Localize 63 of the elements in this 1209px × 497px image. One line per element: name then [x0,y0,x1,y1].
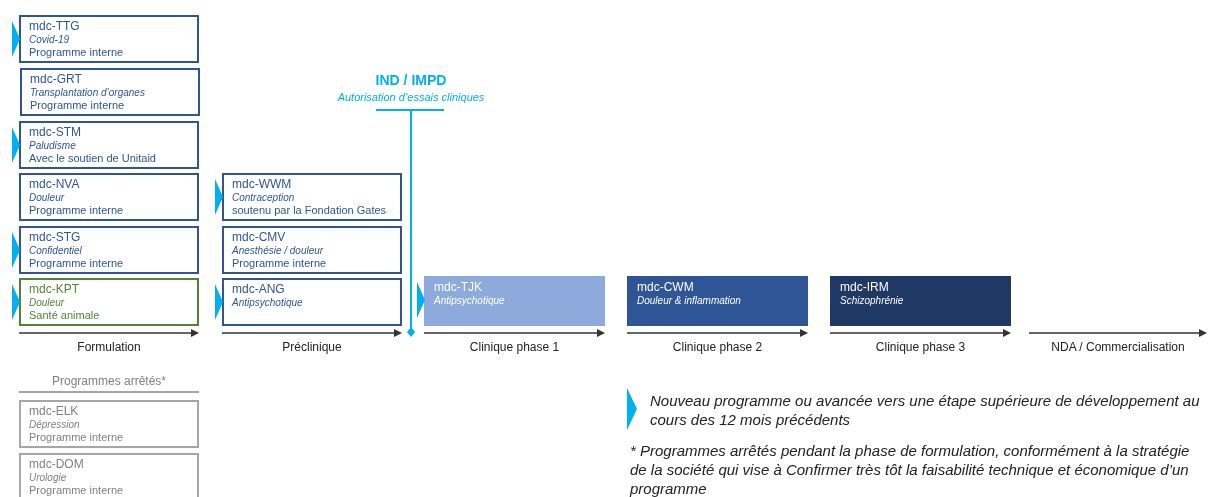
program-note: Programme interne [29,46,125,59]
footnote: * Programmes arrêtés pendant la phase de formulation, conformément à la stratégie de la société qui vise à Confirmer très tôt la faisabilité technique et économique d’un programme [630,441,1190,497]
phase-label: Préclinique [281,340,343,354]
program-note: soutenu par la Fondation Gates [232,204,388,217]
milestone-title: IND / IMPD [374,72,448,88]
program-card [19,400,199,448]
program-card [19,453,199,497]
legend-text: Nouveau programme ou avancée vers une étape supérieure de développement au cours des 12 mois précédents [650,391,1200,429]
program-note: Programme interne [30,99,126,112]
program-card [19,121,199,169]
program-card [19,278,199,326]
phase-label: Formulation [76,340,142,354]
indication-text: Paludisme [29,139,77,152]
indication-text: Schizophrénie [840,294,905,307]
indication-text: Douleur [29,296,66,309]
program-code: mdc-DOM [29,458,85,471]
program-note: Programme interne [29,204,125,217]
indication-text: Douleur [29,191,66,204]
indication-text: Confidentiel [29,244,83,257]
program-card [20,68,200,116]
program-code: mdc-CMV [232,231,287,244]
program-code: mdc-STM [29,126,82,139]
program-card [222,278,402,326]
indication-text: Anesthésie / douleur [232,244,325,257]
phase-label: Clinique phase 2 [671,340,764,354]
indication-text: Douleur & inflammation [637,294,742,307]
program-note: Programme interne [29,257,125,270]
program-note: Programme interne [232,257,328,270]
program-card [627,276,808,326]
program-card [19,226,199,274]
indication-text: Transplantation d’organes [30,86,146,99]
program-code: mdc-KPT [29,283,80,296]
program-code: mdc-ELK [29,405,80,418]
program-code: mdc-CWM [637,281,695,294]
phase-label: Clinique phase 3 [874,340,967,354]
indication-text: Contraception [232,191,296,204]
program-code: mdc-TJK [434,281,483,294]
program-note: Programme interne [29,484,125,497]
program-note: Programme interne [29,431,125,444]
program-code: mdc-GRT [30,73,83,86]
indication-text: Urologie [29,471,68,484]
program-note: Avec le soutien de Unitaid [29,152,157,165]
program-card [830,276,1011,326]
indication-text: Dépression [29,418,81,431]
program-card [19,173,199,221]
program-card [19,15,199,63]
program-card [424,276,605,326]
indication-text: Covid-19 [29,33,71,46]
phase-label: Clinique phase 1 [468,340,561,354]
program-card [222,226,402,274]
indication-text: Antipsychotique [232,296,304,309]
program-code: mdc-TTG [29,20,81,33]
indication-text: Antipsychotique [434,294,506,307]
section-heading: Programmes arrêtés* [50,374,167,388]
phase-label: NDA / Commercialisation [1050,340,1186,354]
program-code: mdc-STG [29,231,82,244]
program-note: Santé animale [29,309,101,322]
program-code: mdc-ANG [232,283,286,296]
program-code: mdc-WWM [232,178,293,191]
program-code: mdc-NVA [29,178,81,191]
program-code: mdc-IRM [840,281,890,294]
milestone-subtitle: Autorisation d’essais cliniques [336,91,486,103]
program-card [222,173,402,221]
